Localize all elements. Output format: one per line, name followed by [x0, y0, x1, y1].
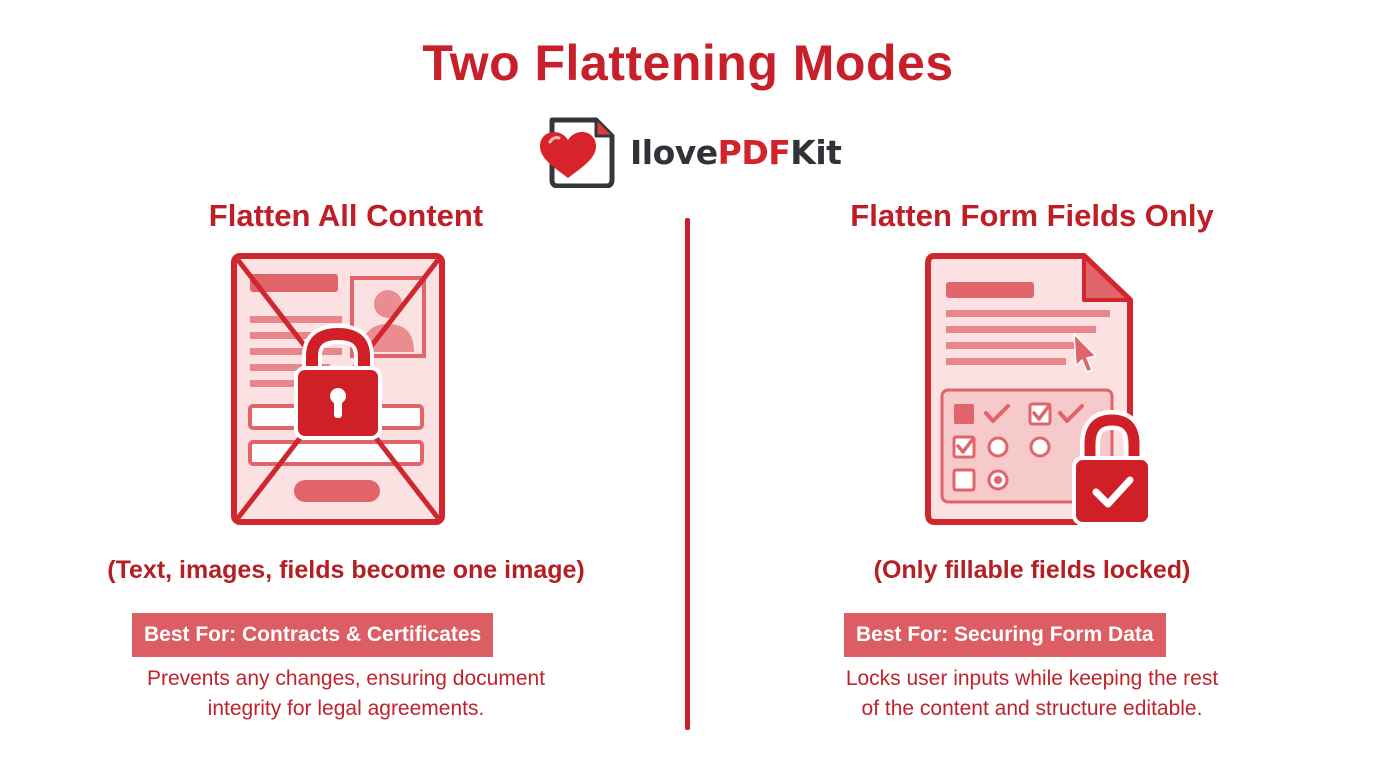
description-line: integrity for legal agreements. — [207, 697, 485, 720]
brand-logo: IlovePDFKit — [538, 116, 842, 188]
flatten-form-fields-heading: Flatten Form Fields Only — [850, 198, 1214, 233]
brand-name-main: Ilove — [630, 132, 718, 172]
crossed-document-lock-icon — [231, 253, 445, 525]
flatten-all-heading: Flatten All Content — [208, 198, 484, 233]
page-title: Two Flattening Modes — [422, 35, 954, 91]
flatten-form-fields-caption: (Only fillable fields locked) — [873, 556, 1191, 584]
brand-name: IlovePDFKit — [630, 132, 842, 172]
brand-name-suffix: Kit — [790, 132, 842, 172]
form-checklist-lock-icon — [925, 253, 1152, 526]
flatten-all-best-for-badge: Best For: Contracts & Certificates — [132, 613, 494, 657]
description-line: of the content and structure editable. — [861, 697, 1203, 720]
brand-name-accent: PDF — [717, 132, 791, 172]
flatten-all-description: Prevents any changes, ensuring document … — [36, 664, 656, 724]
flatten-all-caption: (Text, images, fields become one image) — [107, 556, 585, 584]
description-line: Locks user inputs while keeping the rest — [845, 667, 1219, 690]
heart-document-icon — [540, 117, 615, 188]
flatten-form-fields-best-for-badge: Best For: Securing Form Data — [844, 613, 1166, 657]
column-divider — [685, 218, 690, 730]
description-line: Prevents any changes, ensuring document — [146, 667, 546, 690]
flatten-form-fields-description: Locks user inputs while keeping the rest… — [722, 664, 1342, 724]
